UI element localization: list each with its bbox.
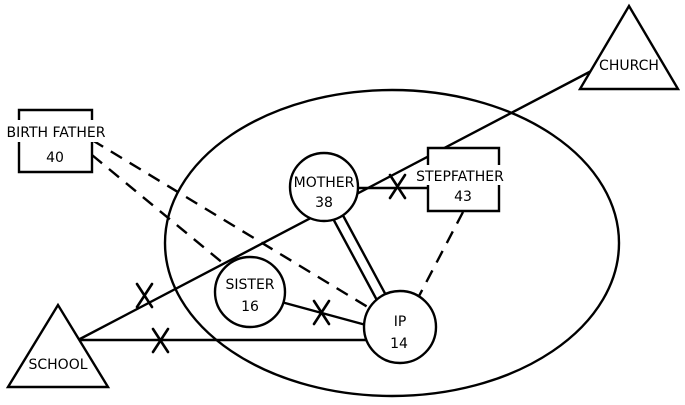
birth-father-age: 40	[46, 150, 64, 166]
mother-age: 38	[315, 195, 333, 211]
circle-icon	[213, 255, 287, 329]
household-boundary	[163, 88, 621, 398]
edge-birthfather-sister	[91, 154, 225, 265]
node-sister: SISTER 16	[213, 255, 287, 329]
ip-label: IP	[394, 314, 407, 330]
birth-father-label: BIRTH FATHER	[7, 125, 106, 141]
edge-mother-ip-strong	[328, 206, 390, 306]
sister-age: 16	[241, 299, 259, 315]
node-mother: MOTHER 38	[288, 151, 360, 223]
cross-icon	[388, 173, 407, 200]
edge-stepfather-ip	[416, 211, 465, 299]
triangle-icon	[577, 3, 681, 91]
node-school: SCHOOL	[5, 302, 111, 389]
circle-icon	[288, 151, 360, 223]
school-label: SCHOOL	[28, 357, 87, 373]
cross-icon	[151, 327, 170, 354]
edge-sister-ip	[283, 301, 368, 327]
stepfather-age: 43	[454, 189, 472, 205]
cross-icon	[135, 282, 154, 309]
triangle-icon	[5, 302, 111, 389]
node-stepfather: STEPFATHER 43	[414, 146, 508, 213]
ip-age: 14	[390, 336, 408, 352]
cross-icon	[312, 299, 331, 326]
node-ip: IP 14	[362, 289, 438, 365]
stepfather-label: STEPFATHER	[416, 169, 504, 185]
circle-icon	[362, 289, 438, 365]
node-birth-father: BIRTH FATHER 40	[4, 108, 108, 174]
church-label: CHURCH	[599, 58, 659, 74]
sister-label: SISTER	[225, 277, 274, 293]
node-church: CHURCH	[577, 3, 681, 91]
mother-label: MOTHER	[294, 175, 355, 191]
edge-birthfather-ip	[91, 138, 377, 314]
